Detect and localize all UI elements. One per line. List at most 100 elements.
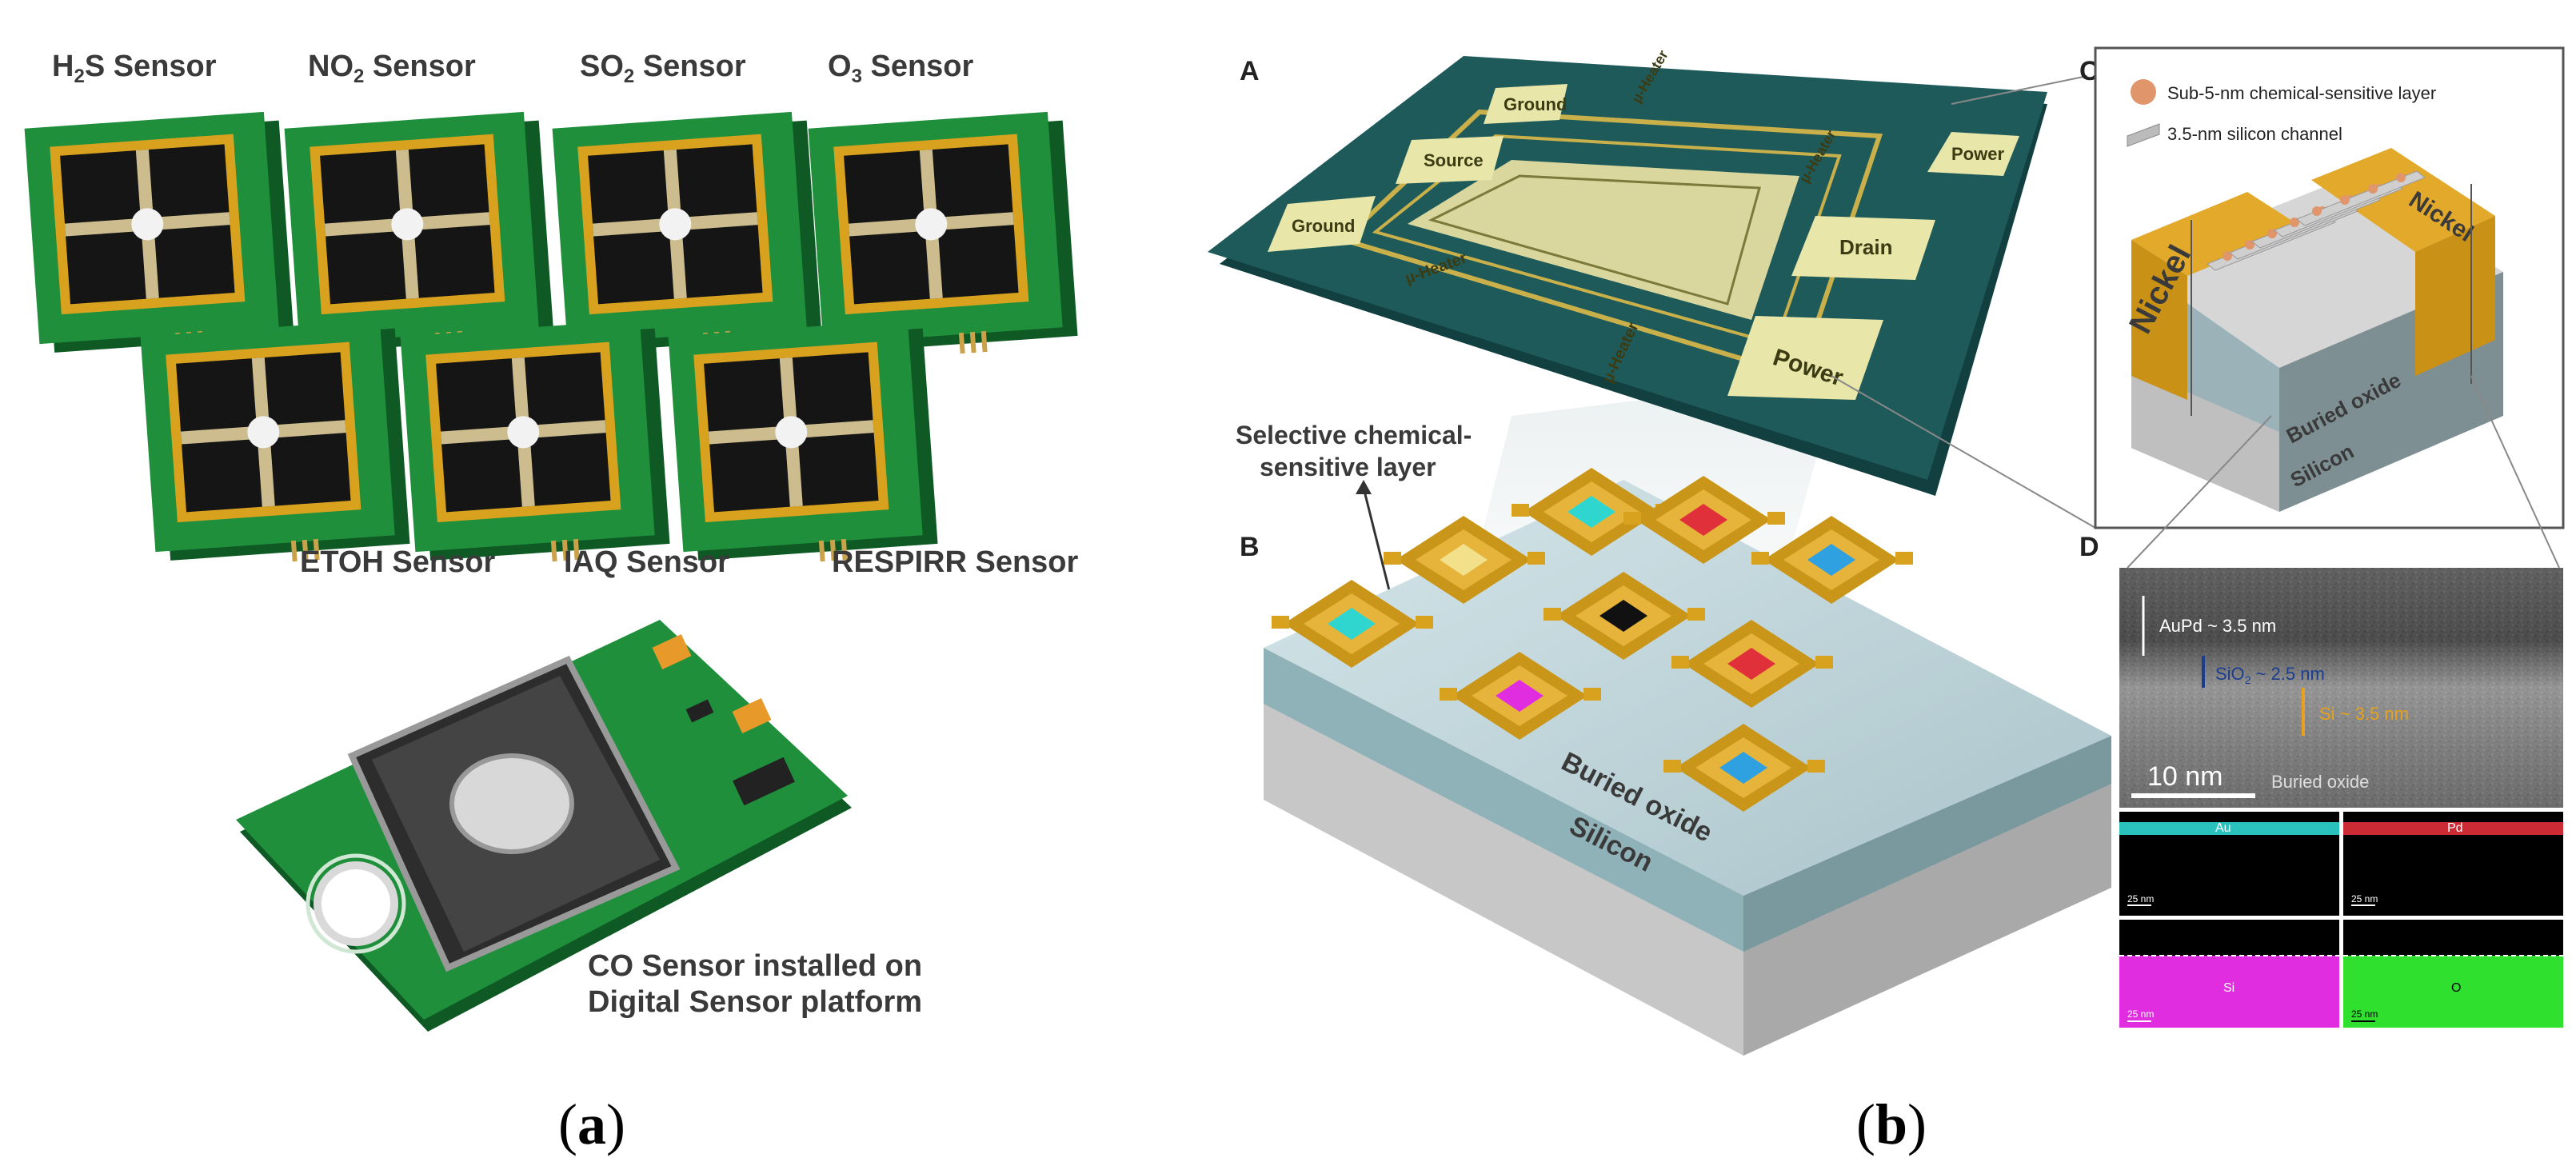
chemical-layer — [1496, 680, 1544, 712]
o3-sensor-label: O3 Sensor — [828, 50, 974, 87]
pin — [313, 538, 320, 561]
pad-drain — [1791, 216, 1935, 280]
device-pad — [1512, 504, 1529, 517]
device-pad — [1528, 552, 1545, 565]
sensor-labels-bottom: ETOH Sensor IAQ Sensor RESPIRR Sensor — [300, 545, 1079, 579]
pin — [829, 539, 837, 561]
iaq-sensor-label: IAQ Sensor — [564, 545, 729, 579]
sensitive-particle — [2396, 173, 2406, 182]
transistor-3d: Nickel Nickel Buried oxide Silicon — [2123, 148, 2503, 512]
si-signal-region — [2119, 956, 2339, 1028]
tem-scale-label: 10 nm — [2147, 761, 2223, 792]
buried-oxide-front — [1264, 648, 1743, 952]
smd-component — [685, 699, 714, 723]
smd-component — [732, 697, 772, 734]
nickel-left-front — [2131, 240, 2187, 400]
panel-b-caption: (b) — [1856, 1092, 1927, 1156]
pin — [958, 332, 965, 354]
device-pad — [1416, 616, 1433, 629]
sensor-filter — [915, 208, 948, 241]
chemical-layer — [1440, 544, 1488, 576]
pin — [818, 540, 825, 562]
smd-component — [652, 633, 692, 670]
co-sensor-platform: CO Sensor installed on Digital Sensor pl… — [236, 620, 922, 1032]
pad-source-label: Source — [1424, 150, 1484, 170]
device-pad — [1751, 552, 1769, 565]
chemical-layer — [1727, 648, 1775, 680]
sensor-labels-top: H2S Sensor NO2 Sensor SO2 Sensor O3 Sens… — [52, 50, 974, 87]
sensor-device — [1440, 652, 1601, 740]
chemical-layer — [1679, 504, 1727, 536]
co-caption-line1: CO Sensor installed on — [588, 949, 922, 983]
chemical-layer — [1568, 496, 1615, 528]
eds-si-label: Si — [2223, 981, 2235, 995]
sensor-board — [400, 319, 670, 562]
sio2-label: SiO2 ~ 2.5 nm — [2215, 664, 2325, 686]
device-pad — [1384, 552, 1401, 565]
selective-layer-label-line2: sensitive layer — [1260, 453, 1436, 481]
connector — [733, 757, 795, 806]
tem-image: AuPd ~ 3.5 nm SiO2 ~ 2.5 nm Si ~ 3.5 nm … — [2119, 568, 2563, 808]
device-pad — [1584, 688, 1601, 701]
chemical-layer — [1719, 752, 1767, 784]
pin — [290, 540, 298, 562]
pin — [573, 538, 580, 561]
sensor-filter — [391, 208, 424, 241]
si-label: Si ~ 3.5 nm — [2319, 704, 2409, 724]
pin — [980, 330, 988, 353]
pad-power-top — [1927, 132, 2019, 176]
sensitive-particle — [2290, 218, 2299, 227]
tem-noise — [2119, 568, 2563, 808]
sensor-filter — [507, 416, 540, 449]
pin — [550, 540, 557, 562]
sensor-filter — [247, 416, 280, 449]
device-pad — [1895, 552, 1913, 565]
pad-power-bottom — [1727, 316, 1883, 400]
eds-pd-scale: 25 nm — [2351, 893, 2378, 904]
panel-b: A B Ground Source Ground Power Drain Pow… — [1208, 46, 2565, 1156]
pad-power-top-label: Power — [1951, 144, 2004, 164]
o-signal-region — [2343, 956, 2563, 1028]
mounting-ring — [306, 853, 406, 954]
buried-oxide-side — [1743, 736, 2111, 952]
zoom-line — [2127, 415, 2272, 569]
pad-ground-left — [1268, 196, 1376, 252]
au-signal-band — [2119, 822, 2339, 835]
device-pad — [1807, 760, 1825, 773]
eds-o-scale: 25 nm — [2351, 1008, 2378, 1020]
co-sensor-filter — [449, 753, 574, 854]
eds-au-label: Au — [2215, 821, 2231, 835]
chemical-layer — [1600, 600, 1647, 632]
so2-sensor-label: SO2 Sensor — [580, 50, 746, 87]
pad-ground-top — [1484, 84, 1568, 124]
sensor-board — [140, 319, 410, 562]
pin — [841, 538, 848, 561]
sensor-board — [668, 319, 938, 562]
pd-signal-band — [2343, 822, 2563, 835]
pad-source — [1396, 136, 1504, 184]
chemical-layer — [1807, 544, 1855, 576]
legend-sphere-label: Sub-5-nm chemical-sensitive layer — [2167, 83, 2436, 103]
device-pad — [1272, 616, 1289, 629]
sensor-device — [1544, 572, 1705, 660]
selective-layer-arrowhead — [1356, 480, 1372, 494]
legend-bar-label: 3.5-nm silicon channel — [2167, 124, 2342, 144]
chip-layout: Ground Source Ground Power Drain Power µ… — [1208, 47, 2047, 496]
eds-o-label: O — [2451, 981, 2461, 995]
panel-letter-b: B — [1240, 532, 1260, 562]
sensitive-particle — [2267, 229, 2277, 238]
no2-sensor-label: NO2 Sensor — [308, 50, 476, 87]
pin — [969, 331, 976, 353]
legend-sphere-icon — [2131, 79, 2156, 105]
pin — [302, 539, 309, 561]
device-pad — [1544, 608, 1561, 621]
channel-array — [2207, 170, 2426, 271]
pad-drain-label: Drain — [1839, 235, 1892, 259]
zoom-line — [1951, 75, 2088, 105]
sensor-boards — [24, 111, 1078, 562]
device-pad — [1671, 656, 1689, 669]
panel-letter-d: D — [2079, 532, 2099, 562]
device-pad — [1815, 656, 1833, 669]
eds-maps: Au 25 nm Pd 25 nm Si 25 nm O 25 nm — [2119, 812, 2563, 1028]
